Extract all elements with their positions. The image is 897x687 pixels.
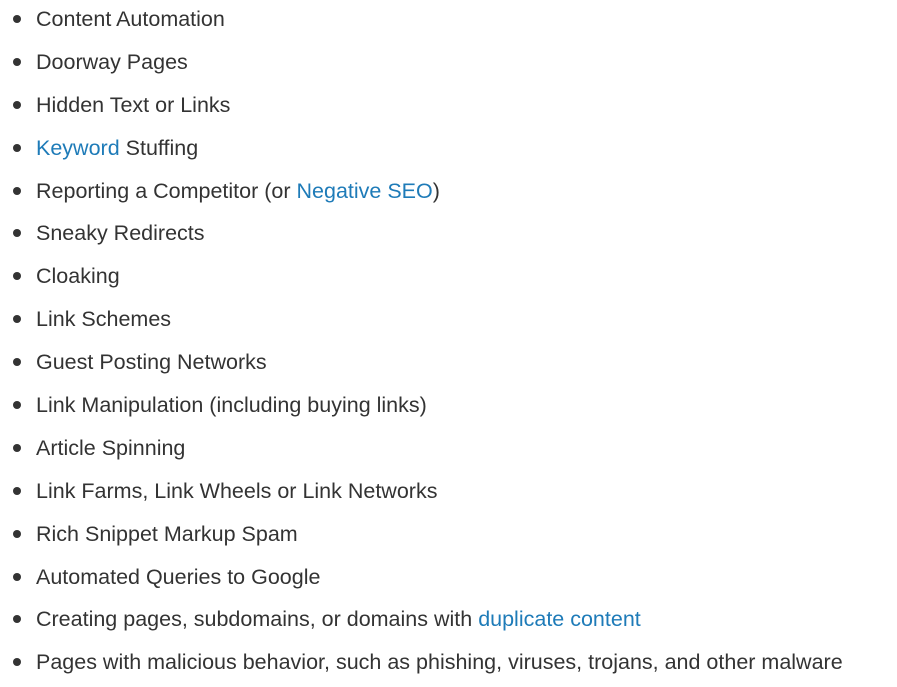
item-text: Article Spinning [36, 435, 186, 460]
bullet-icon [13, 143, 21, 152]
bullet-icon [13, 57, 21, 66]
bullet-icon [13, 358, 21, 367]
bullet-icon [13, 315, 21, 324]
bullet-icon [13, 100, 21, 109]
item-text: Cloaking [36, 264, 120, 289]
bullet-icon [13, 572, 21, 581]
item-text: Stuffing [119, 135, 199, 160]
list-item: Rich Snippet Markup Spam [0, 515, 843, 558]
list-item: Automated Queries to Google [0, 558, 843, 601]
list-item: Content Automation [0, 0, 843, 43]
bullet-icon [13, 15, 21, 23]
item-text: Pages with malicious behavior, such as p… [36, 650, 843, 675]
list-item: Link Manipulation (including buying link… [0, 386, 843, 429]
item-text: Link Farms, Link Wheels or Link Networks [36, 478, 438, 503]
bullet-icon [13, 529, 21, 538]
bullet-icon [13, 229, 21, 238]
bullet-icon [13, 658, 21, 667]
list-item: Cloaking [0, 257, 843, 300]
inline-link[interactable]: Negative SEO [296, 178, 433, 203]
bullet-icon [13, 401, 21, 410]
item-text: Doorway Pages [36, 49, 188, 74]
inline-link[interactable]: Keyword [36, 135, 120, 160]
item-text: Link Manipulation (including buying link… [36, 393, 427, 418]
list-item: Sneaky Redirects [0, 214, 843, 257]
item-text: Link Schemes [36, 307, 172, 332]
list-item: Hidden Text or Links [0, 86, 843, 129]
item-text: Content Automation [36, 7, 225, 31]
list-item: Link Farms, Link Wheels or Link Networks [0, 472, 843, 515]
item-text: Guest Posting Networks [36, 350, 267, 375]
bullet-icon [13, 443, 21, 452]
item-text: Hidden Text or Links [36, 92, 231, 117]
list-item: Keyword Stuffing [0, 129, 843, 172]
list-item: Doorway Pages [0, 43, 843, 86]
list-item: Guest Posting Networks [0, 343, 843, 386]
bullet-icon [13, 615, 21, 624]
item-text: Automated Queries to Google [36, 564, 321, 589]
list-item: Link Schemes [0, 300, 843, 343]
list-item: Article Spinning [0, 429, 843, 472]
bullet-icon [13, 186, 21, 195]
inline-link[interactable]: duplicate content [478, 607, 641, 632]
list-item: Reporting a Competitor (or Negative SEO) [0, 172, 843, 215]
list-item: Creating pages, subdomains, or domains w… [0, 600, 843, 643]
item-text: ) [432, 178, 440, 203]
item-text: Rich Snippet Markup Spam [36, 521, 298, 546]
item-text: Creating pages, subdomains, or domains w… [36, 607, 479, 632]
bullet-icon [13, 486, 21, 495]
item-text: Reporting a Competitor (or [36, 178, 297, 203]
bullet-icon [13, 272, 21, 281]
list-item: Pages with malicious behavior, such as p… [0, 643, 843, 686]
item-text: Sneaky Redirects [36, 221, 205, 246]
